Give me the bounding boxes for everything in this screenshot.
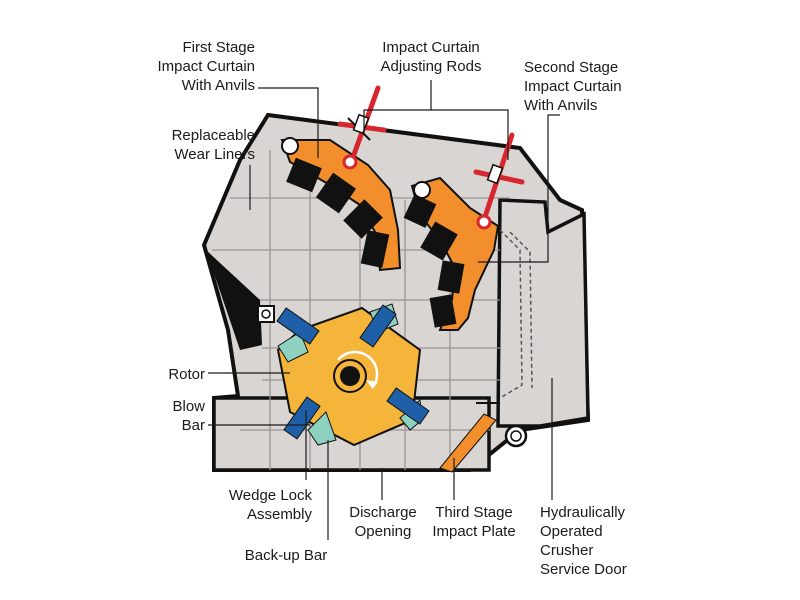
label-rotor: Rotor xyxy=(168,366,205,383)
label-backup-bar: Back-up Bar xyxy=(245,547,328,564)
svg-text:Bar: Bar xyxy=(182,417,205,434)
svg-text:Discharge: Discharge xyxy=(349,504,417,521)
first-anvil-1 xyxy=(286,157,322,193)
third-stage-impact-plate xyxy=(439,413,497,473)
svg-text:Hydraulically: Hydraulically xyxy=(540,504,626,521)
label-third-stage: Third Stage Impact Plate xyxy=(432,504,515,540)
svg-text:With Anvils: With Anvils xyxy=(524,97,597,114)
wedge-lock-4 xyxy=(307,411,337,446)
door-dashed-outline xyxy=(499,229,523,399)
label-blow-bar: Blow Bar xyxy=(172,398,205,434)
svg-text:Adjusting Rods: Adjusting Rods xyxy=(381,58,482,75)
second-anvil-4 xyxy=(429,294,457,328)
svg-text:Opening: Opening xyxy=(355,523,412,540)
svg-text:Back-up Bar: Back-up Bar xyxy=(245,547,328,564)
svg-text:Impact Curtain: Impact Curtain xyxy=(157,58,255,75)
svg-text:Blow: Blow xyxy=(172,398,205,415)
svg-text:Wear Liners: Wear Liners xyxy=(174,146,255,163)
first-anvil-3 xyxy=(343,199,383,239)
svg-text:Crusher: Crusher xyxy=(540,542,593,559)
svg-text:With Anvils: With Anvils xyxy=(182,77,255,94)
svg-text:First Stage: First Stage xyxy=(182,39,255,56)
svg-text:Service Door: Service Door xyxy=(540,561,627,578)
blow-bar-1 xyxy=(276,307,320,345)
svg-text:Impact Curtain: Impact Curtain xyxy=(382,39,480,56)
svg-text:Replaceable: Replaceable xyxy=(172,127,255,144)
svg-text:Impact Curtain: Impact Curtain xyxy=(524,78,622,95)
second-anvil-1 xyxy=(403,194,437,228)
door-pivot-icon xyxy=(504,424,528,448)
svg-text:Assembly: Assembly xyxy=(247,506,313,523)
blow-bar-3 xyxy=(386,387,430,425)
first-stage-curtain xyxy=(280,137,402,272)
svg-text:Rotor: Rotor xyxy=(168,366,205,383)
first-anvil-4 xyxy=(360,230,390,268)
label-second-stage: Second Stage Impact Curtain With Anvils xyxy=(524,59,622,114)
second-stage-curtain xyxy=(403,176,500,331)
svg-text:Operated: Operated xyxy=(540,523,603,540)
label-service-door: Hydraulically Operated Crusher Service D… xyxy=(540,504,627,578)
label-wedge-lock: Wedge Lock Assembly xyxy=(229,487,313,523)
wedge-lock-1 xyxy=(277,331,309,363)
adjusting-rods xyxy=(337,85,525,230)
leader-lines xyxy=(208,80,560,540)
second-adjusting-rod xyxy=(473,132,525,230)
svg-text:Wedge Lock: Wedge Lock xyxy=(229,487,313,504)
second-anvil-2 xyxy=(420,221,458,261)
rotation-arrow-icon xyxy=(337,350,379,389)
first-anvil-2 xyxy=(315,172,357,214)
label-wear-liners: Replaceable Wear Liners xyxy=(172,127,255,163)
label-adjusting-rods: Impact Curtain Adjusting Rods xyxy=(381,39,482,75)
blow-bar-4 xyxy=(283,396,321,440)
svg-text:Third Stage: Third Stage xyxy=(435,504,513,521)
second-anvil-3 xyxy=(437,260,465,294)
rotor xyxy=(276,303,430,447)
service-door-panel xyxy=(496,198,590,428)
blow-bar-2 xyxy=(359,304,397,348)
first-adjusting-rod xyxy=(337,85,387,170)
svg-text:Second Stage: Second Stage xyxy=(524,59,618,76)
label-first-stage: First Stage Impact Curtain With Anvils xyxy=(157,39,255,94)
left-feed-liner xyxy=(206,250,262,350)
first-curtain-pivot-icon xyxy=(281,137,299,155)
label-discharge: Discharge Opening xyxy=(349,504,417,540)
svg-text:Impact Plate: Impact Plate xyxy=(432,523,515,540)
liner-bolt xyxy=(257,305,275,323)
